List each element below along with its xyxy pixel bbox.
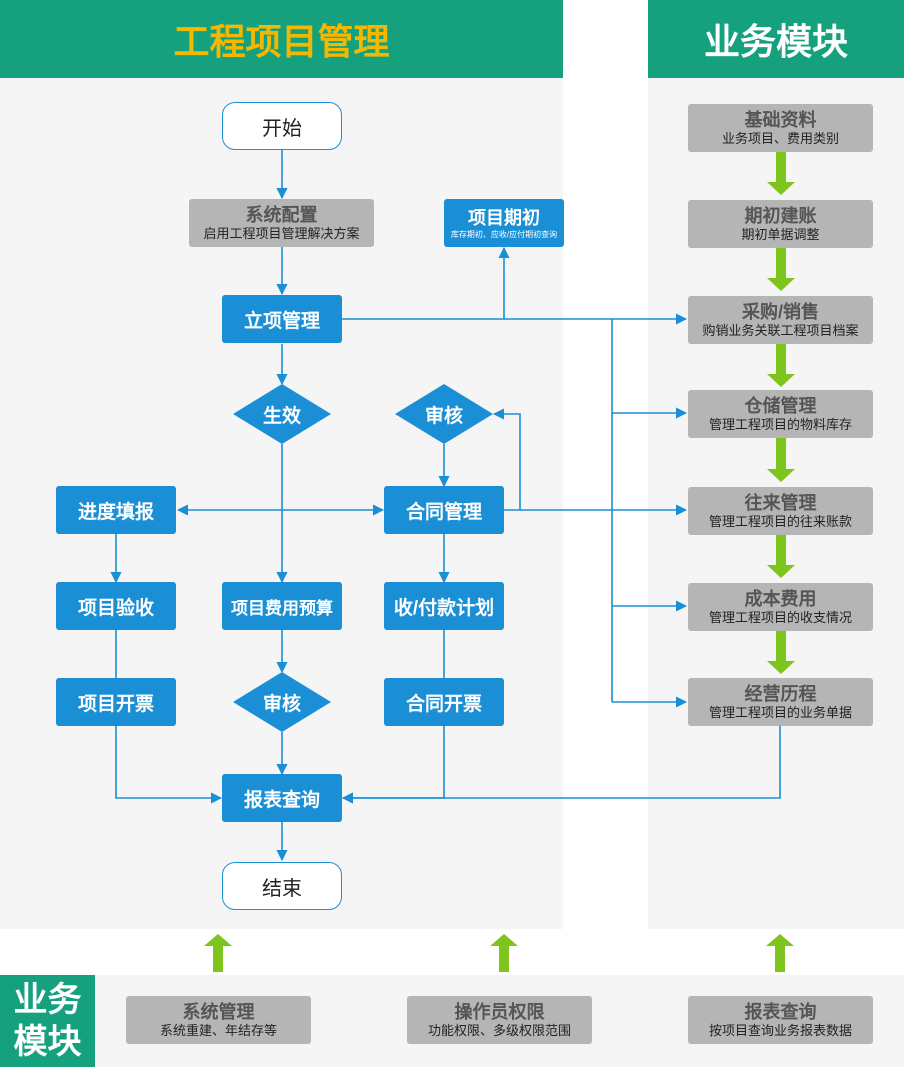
project-initial-node[interactable]: 项目期初 库存期初、应收/应付期初查询 <box>444 199 564 247</box>
business-module-subtitle: 业务项目、费用类别 <box>721 131 839 146</box>
business-module-title: 往来管理 <box>744 493 817 513</box>
project-invoice-node[interactable]: 项目开票 <box>56 678 176 726</box>
business-module-purchase-sales[interactable]: 采购/销售 购销业务关联工程项目档案 <box>688 296 873 344</box>
business-module-title: 经营历程 <box>744 684 817 704</box>
business-module-title: 基础资料 <box>744 110 817 130</box>
system-config-subtitle: 启用工程项目管理解决方案 <box>203 226 360 241</box>
bottom-module-permissions[interactable]: 操作员权限 功能权限、多级权限范围 <box>407 996 592 1044</box>
project-acceptance-label: 项目验收 <box>77 597 154 619</box>
report-query-label: 报表查询 <box>243 789 320 811</box>
system-config-node[interactable]: 系统配置 启用工程项目管理解决方案 <box>189 199 374 247</box>
contract-mgmt-label: 合同管理 <box>405 501 482 523</box>
business-module-subtitle: 管理工程项目的往来账款 <box>708 514 852 529</box>
business-module-title: 成本费用 <box>744 589 817 609</box>
project-setup-node[interactable]: 立项管理 <box>222 295 342 343</box>
business-module-warehouse[interactable]: 仓储管理 管理工程项目的物料库存 <box>688 390 873 438</box>
project-setup-label: 立项管理 <box>243 310 320 332</box>
bottom-module-subtitle: 系统重建、年结存等 <box>159 1023 277 1038</box>
review-diamond-bottom[interactable]: 审核 <box>233 672 331 732</box>
bottom-module-title: 操作员权限 <box>454 1002 545 1022</box>
start-node[interactable]: 开始 <box>222 102 342 150</box>
business-module-opening[interactable]: 期初建账 期初单据调整 <box>688 200 873 248</box>
payment-plan-label: 收/付款计划 <box>393 597 495 619</box>
business-module-accounts[interactable]: 往来管理 管理工程项目的往来账款 <box>688 487 873 535</box>
project-initial-subtitle: 库存期初、应收/应付期初查询 <box>450 229 558 239</box>
right-header-title: 业务模块 <box>703 21 848 62</box>
business-module-title: 仓储管理 <box>744 396 817 416</box>
bottom-module-reports[interactable]: 报表查询 按项目查询业务报表数据 <box>688 996 873 1044</box>
review-bottom-label: 审核 <box>262 693 301 715</box>
left-header-title: 工程项目管理 <box>173 21 390 62</box>
bottom-module-subtitle: 功能权限、多级权限范围 <box>427 1023 571 1038</box>
bottom-header-title: 业务 模块 <box>13 981 82 1061</box>
review-diamond-top[interactable]: 审核 <box>395 384 493 444</box>
contract-mgmt-node[interactable]: 合同管理 <box>384 486 504 534</box>
bottom-module-subtitle: 按项目查询业务报表数据 <box>708 1023 852 1038</box>
system-config-title: 系统配置 <box>245 205 318 225</box>
business-module-subtitle: 购销业务关联工程项目档案 <box>702 323 859 338</box>
business-module-basic-data[interactable]: 基础资料 业务项目、费用类别 <box>688 104 873 152</box>
end-label: 结束 <box>262 877 302 900</box>
review-top-label: 审核 <box>424 405 463 427</box>
cost-budget-label: 项目费用预算 <box>231 598 333 618</box>
contract-invoice-label: 合同开票 <box>405 693 482 715</box>
effective-label: 生效 <box>262 405 301 427</box>
bottom-module-system[interactable]: 系统管理 系统重建、年结存等 <box>126 996 311 1044</box>
business-module-history[interactable]: 经营历程 管理工程项目的业务单据 <box>688 678 873 726</box>
payment-plan-node[interactable]: 收/付款计划 <box>384 582 504 630</box>
business-module-cost[interactable]: 成本费用 管理工程项目的收支情况 <box>688 583 873 631</box>
bottom-module-title: 报表查询 <box>744 1002 817 1022</box>
bottom-module-title: 系统管理 <box>182 1002 255 1022</box>
right-header: 业务模块 <box>648 0 904 78</box>
business-module-subtitle: 管理工程项目的业务单据 <box>708 705 852 720</box>
end-node[interactable]: 结束 <box>222 862 342 910</box>
report-query-node[interactable]: 报表查询 <box>222 774 342 822</box>
progress-report-node[interactable]: 进度填报 <box>56 486 176 534</box>
business-module-subtitle: 管理工程项目的物料库存 <box>708 417 852 432</box>
bottom-header: 业务 模块 <box>0 975 95 1067</box>
project-initial-title: 项目期初 <box>468 207 540 228</box>
project-invoice-label: 项目开票 <box>77 693 154 715</box>
business-module-title: 期初建账 <box>744 206 817 226</box>
start-label: 开始 <box>262 117 302 140</box>
project-acceptance-node[interactable]: 项目验收 <box>56 582 176 630</box>
cost-budget-node[interactable]: 项目费用预算 <box>222 582 342 630</box>
effective-diamond[interactable]: 生效 <box>233 384 331 444</box>
business-module-subtitle: 管理工程项目的收支情况 <box>708 610 852 625</box>
left-header: 工程项目管理 <box>0 0 563 78</box>
progress-report-label: 进度填报 <box>77 501 154 523</box>
business-module-subtitle: 期初单据调整 <box>741 227 820 242</box>
contract-invoice-node[interactable]: 合同开票 <box>384 678 504 726</box>
business-module-title: 采购/销售 <box>741 302 819 322</box>
